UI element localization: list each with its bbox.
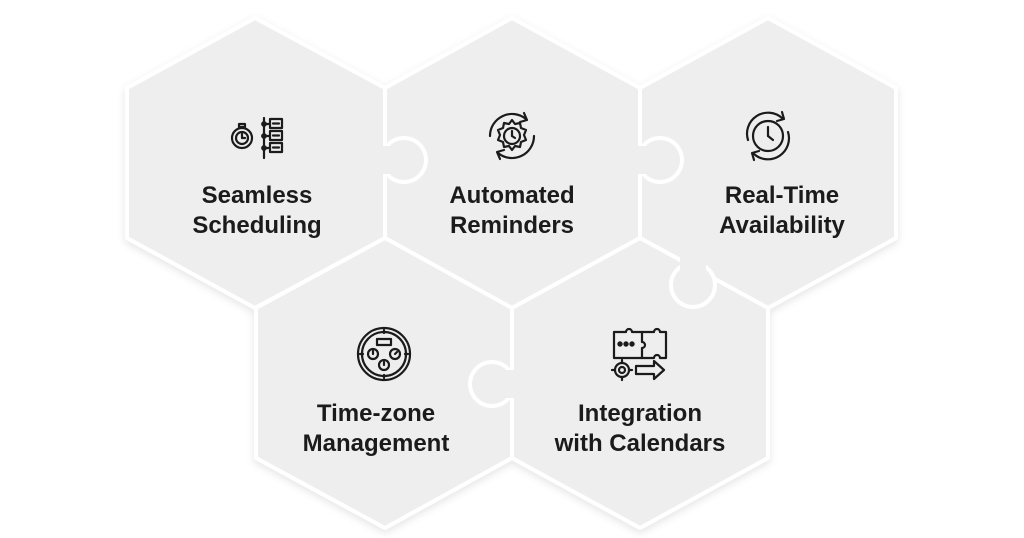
puzzle-knob-neck	[636, 146, 650, 174]
stopwatch-flowchart-icon	[224, 104, 288, 168]
puzzle-gear-arrow-icon	[608, 322, 672, 386]
tile-label-seamless-scheduling: Seamless Scheduling	[192, 182, 322, 239]
puzzle-knob-neck	[502, 370, 516, 398]
tile-label-time-zone-management: Time-zone Management	[302, 400, 450, 457]
multi-dial-clock-icon	[352, 322, 416, 386]
tile-label-integration-with-calendars: Integration with Calendars	[554, 400, 726, 457]
tile-label-real-time-availability: Real-Time Availability	[719, 182, 845, 239]
clock-refresh-icon	[736, 104, 800, 168]
puzzle-knob-neck	[380, 146, 394, 174]
hex-tile-integration-with-calendars	[510, 236, 770, 530]
tile-label-automated-reminders: Automated Reminders	[449, 182, 575, 239]
clock-gear-cycle-icon	[480, 104, 544, 168]
puzzle-knob-neck	[680, 258, 706, 274]
